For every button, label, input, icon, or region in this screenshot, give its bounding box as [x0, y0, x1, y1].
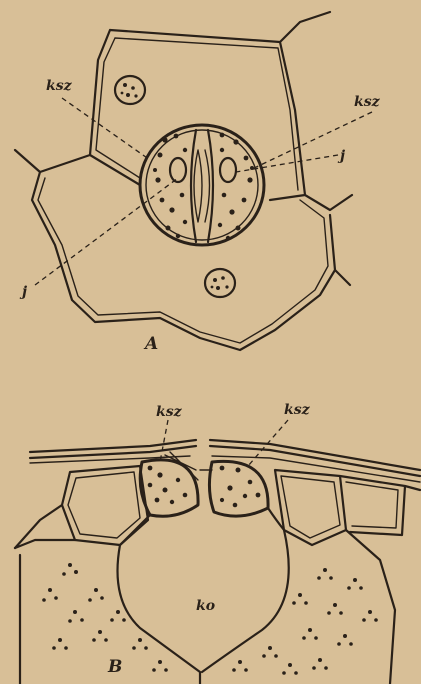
label-ksz: ksz [46, 78, 73, 94]
label-ko: ko [196, 598, 215, 614]
label-j: j [19, 284, 27, 300]
label-ksz: ksz [156, 404, 183, 420]
leader-j-left [35, 178, 178, 285]
stomatal-pore [194, 150, 202, 222]
guard-cell-nucleus [170, 158, 186, 182]
panel-label: A [143, 334, 158, 354]
panel-label: B [107, 657, 122, 677]
chloroplast-group [153, 133, 254, 241]
label-j: j [337, 148, 345, 164]
guard-cell-section [140, 452, 268, 516]
epidermal-cell-wall-inner [38, 38, 328, 343]
substomatal-cavity [118, 508, 289, 684]
leader-ksz-left [62, 98, 150, 160]
panel-a-surface-view: ksz ksz j j A [15, 12, 381, 354]
label-ksz: ksz [354, 94, 381, 110]
mesophyll-chloroplasts [42, 563, 378, 675]
epidermal-cell-wall [15, 12, 352, 350]
leader-ksz-right [250, 112, 372, 170]
guard-cell-nucleus [220, 158, 236, 182]
panel-b-cross-section: ksz ksz ko B [15, 402, 420, 684]
epidermal-nucleus [115, 76, 145, 104]
chloroplast-group [148, 466, 261, 508]
stoma-guard-cells [140, 125, 264, 245]
label-ksz: ksz [284, 402, 311, 418]
epidermal-nucleus [205, 269, 235, 297]
